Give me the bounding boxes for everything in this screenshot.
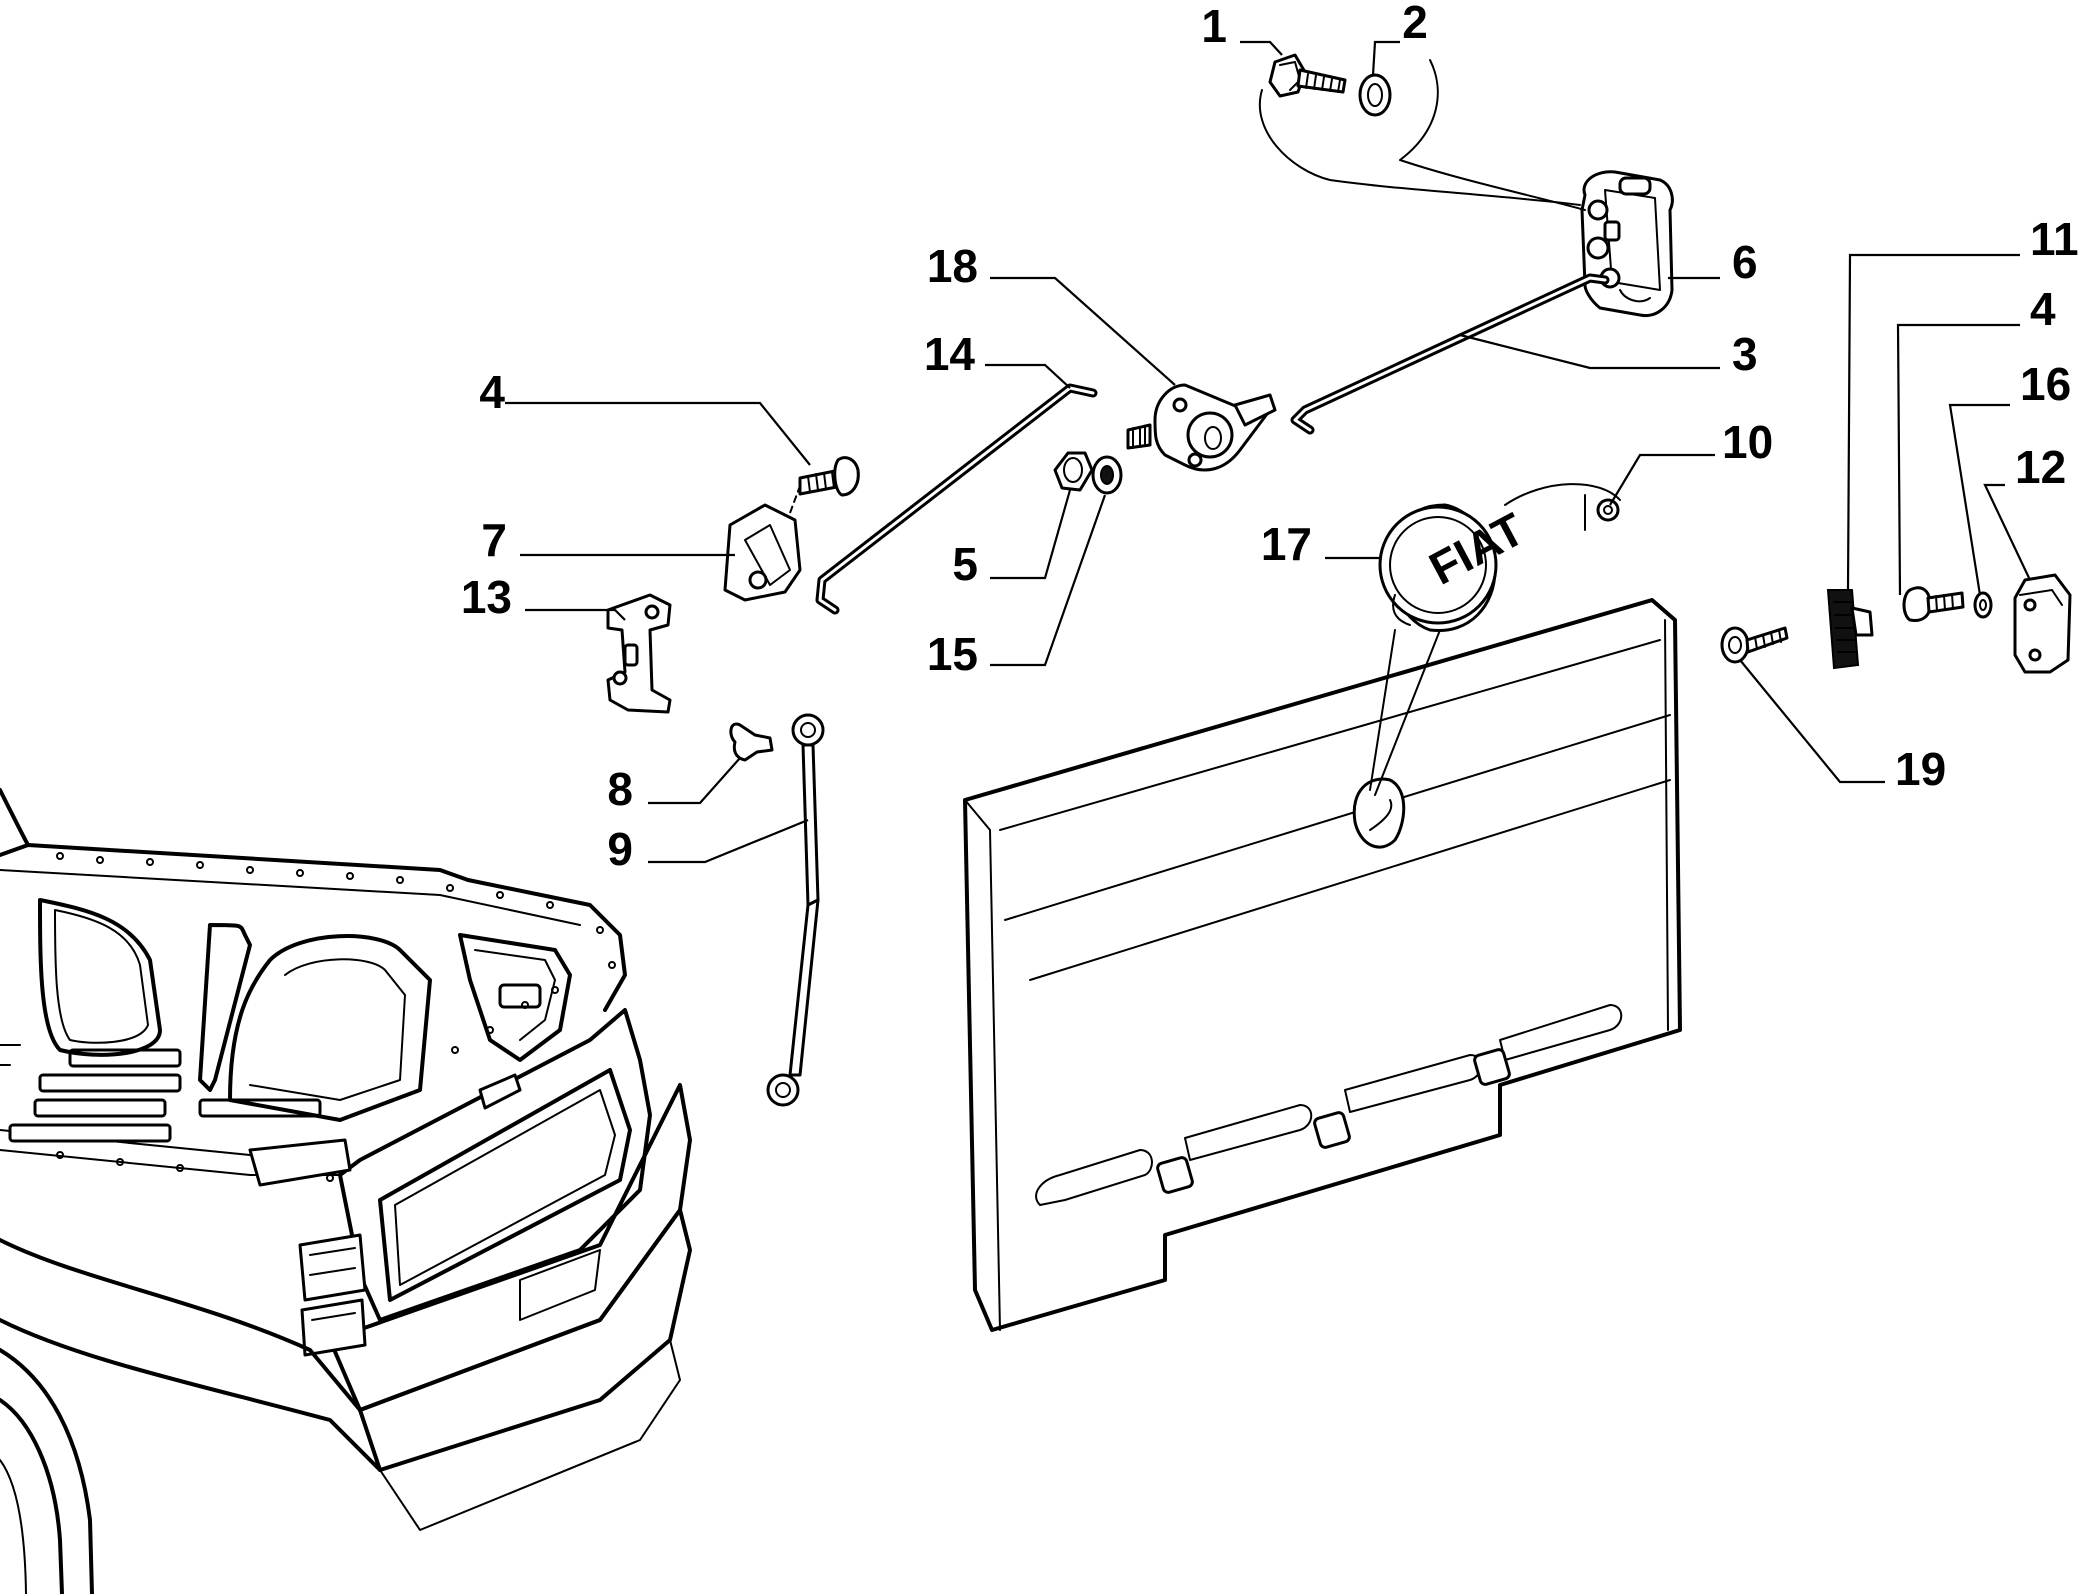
bolt-part-4-left (798, 456, 860, 497)
callout-labels: 1 2 18 6 11 14 4 3 4 16 10 12 7 17 5 13 … (461, 0, 2079, 875)
callout-5: 5 (952, 538, 978, 590)
pad-part-11 (1826, 589, 1874, 670)
callout-13: 13 (461, 571, 512, 623)
bolt-part-4-right (1902, 586, 1965, 622)
nut-part-5 (1053, 451, 1094, 492)
lock-cylinder-part-18 (1126, 383, 1277, 472)
pickup-rear-body (0, 788, 692, 1594)
callout-7: 7 (481, 514, 507, 566)
fiat-badge: FIAT (1369, 502, 1532, 796)
callout-4-right: 4 (2030, 283, 2056, 335)
pin-part-8 (729, 722, 774, 762)
callout-3: 3 (1732, 328, 1758, 380)
screw-part-19 (1720, 626, 1789, 664)
bracket-part-13 (606, 593, 672, 714)
clip-part-10 (1504, 483, 1621, 531)
strap-part-9 (766, 713, 825, 1107)
callout-15: 15 (927, 628, 978, 680)
callout-19: 19 (1895, 743, 1946, 795)
callout-18: 18 (927, 240, 978, 292)
washer-part-2 (1358, 73, 1392, 117)
callout-11: 11 (2030, 213, 2079, 265)
rod-part-14 (815, 383, 1098, 615)
callout-6: 6 (1732, 236, 1758, 288)
callout-12: 12 (2015, 441, 2066, 493)
bolt-part-1 (1268, 53, 1347, 98)
washer-part-15 (1091, 455, 1123, 495)
callout-4-left: 4 (479, 366, 505, 418)
tailgate-panel (963, 598, 1682, 1332)
washer-part-16 (1973, 591, 1993, 619)
callout-1: 1 (1201, 0, 1227, 52)
rod-part-3 (1290, 273, 1610, 435)
latch-part-6 (1580, 170, 1674, 318)
callout-9: 9 (607, 823, 633, 875)
callout-8: 8 (607, 763, 633, 815)
bracket-part-7 (723, 503, 802, 602)
callout-17: 17 (1261, 518, 1312, 570)
callout-2: 2 (1402, 0, 1428, 48)
callout-10: 10 (1722, 416, 1773, 468)
callout-14: 14 (924, 328, 976, 380)
callout-16: 16 (2020, 358, 2071, 410)
striker-part-12 (2013, 573, 2072, 674)
leader-lines (505, 40, 2031, 864)
